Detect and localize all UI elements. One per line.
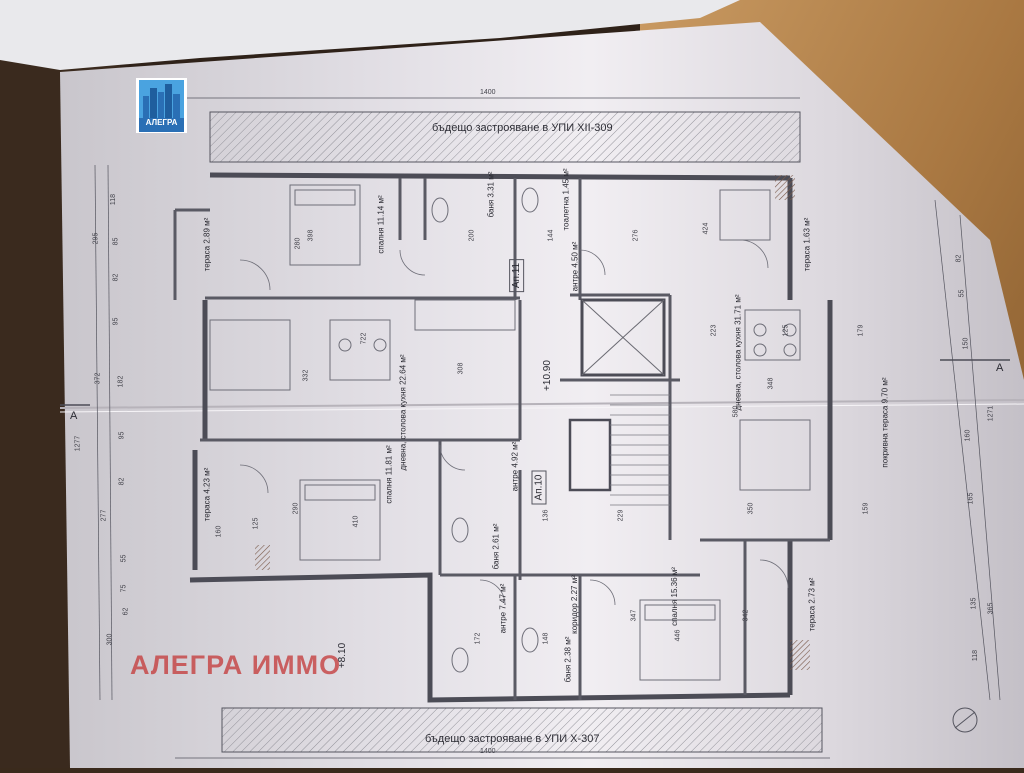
dim-interior: 348 [767, 377, 775, 390]
dim-right: 82 [955, 254, 963, 263]
dim-interior: 148 [542, 632, 550, 645]
dim-interior: 223 [710, 324, 718, 337]
dim-right: 135 [970, 597, 978, 610]
dim-right: 55 [958, 289, 966, 298]
dim-left: 95 [118, 431, 126, 440]
room-bedroom-mid: спалня 11.81 м² [384, 445, 394, 504]
dim-left: 62 [122, 607, 130, 616]
dim-left: 277 [100, 509, 108, 522]
dim-right: 365 [987, 602, 995, 615]
dim-left: 300 [106, 633, 114, 646]
dim-right: 160 [964, 429, 972, 442]
dim-right: 118 [972, 649, 980, 662]
dim-interior: 410 [352, 515, 360, 528]
dim-left: 118 [110, 193, 118, 206]
logo-graphic [136, 78, 187, 133]
room-corridor-bottom: коридор 2.27 м² [569, 575, 579, 634]
room-hall-top: антре 4.50 м² [570, 241, 580, 292]
room-terrace-top-right: тераса 1.63 м² [802, 217, 812, 272]
dim-interior: 276 [632, 229, 640, 242]
dim-right: 1271 [987, 405, 995, 422]
dim-interior: 332 [302, 369, 310, 382]
room-hall-bottom: антре 7.47 м² [498, 583, 508, 634]
room-hall-mid: антре 4.92 м² [510, 441, 520, 492]
dim-interior: 144 [547, 229, 555, 242]
dim-left: 182 [117, 375, 125, 388]
dim-interior: 136 [542, 509, 550, 522]
room-terrace-bottom-right: тераса 2.73 м² [807, 577, 817, 632]
dim-interior: 350 [747, 502, 755, 515]
section-marker-left: А [70, 410, 78, 422]
dim-right: 150 [962, 337, 970, 350]
dim-right: 165 [967, 492, 975, 505]
logo-text: АЛЕГРА [145, 118, 178, 127]
room-wc-top: тоалетна 1.45 м² [561, 168, 571, 231]
bottom-dimension: 1400 [480, 748, 496, 755]
dim-interior: 424 [702, 222, 710, 235]
section-marker-right: А [996, 362, 1004, 374]
dim-left: 372 [94, 372, 102, 385]
room-bath-top: баня 3.31 м² [486, 171, 496, 218]
dim-interior: 125 [252, 517, 260, 530]
dim-interior: 290 [292, 502, 300, 515]
dim-interior: 179 [857, 324, 865, 337]
dim-interior: 308 [457, 362, 465, 375]
room-living-right: дневна, столова кухня 31.71 м² [733, 294, 743, 411]
dim-interior: 722 [360, 332, 368, 345]
room-living-left: дневна, столова кухня 22.64 м² [398, 354, 408, 471]
top-note: бъдещо застрояване в УПИ XII-309 [432, 122, 613, 134]
dim-interior: 159 [862, 502, 870, 515]
dim-interior: 580 [732, 405, 740, 418]
dim-interior: 280 [294, 237, 302, 250]
dim-interior: 160 [215, 525, 223, 538]
room-bedroom-top: спалня 11.14 м² [376, 195, 386, 254]
dim-interior: 125 [782, 324, 790, 337]
dim-left: 55 [120, 554, 128, 563]
level-main: +10.90 [541, 360, 553, 391]
bottom-note: бъдещо застрояване в УПИ Х-307 [425, 733, 600, 745]
dim-interior: 200 [468, 229, 476, 242]
dim-interior: 172 [474, 632, 482, 645]
dim-interior: 347 [630, 609, 638, 622]
room-terrace-top-left: тераса 2.89 м² [202, 217, 212, 272]
dim-interior: 446 [674, 629, 682, 642]
dim-interior: 342 [742, 609, 750, 622]
room-wc-bottom: баня 2.38 м² [563, 636, 573, 683]
apartment-label-10: Ап.10 [531, 470, 547, 505]
dim-left: 82 [118, 477, 126, 486]
room-terrace-mid-left: тераса 4.23 м² [202, 467, 212, 522]
watermark: АЛЕГРА ИММО [130, 650, 342, 680]
apartment-label-11: Ап.11 [509, 258, 525, 293]
dim-left: 82 [112, 273, 120, 282]
dim-left: 295 [92, 232, 100, 245]
dim-interior: 229 [617, 509, 625, 522]
room-terrace-right-big: покривна тераса 9.70 м² [880, 377, 890, 468]
room-bath-mid: баня 2.61 м² [491, 523, 501, 570]
dim-left: 95 [112, 317, 120, 326]
dim-left: 75 [120, 584, 128, 593]
top-dimension: 1400 [480, 89, 496, 96]
room-bedroom-bottom: спалня 15.36 м² [669, 567, 679, 626]
dim-right: 1277 [74, 435, 82, 452]
dim-interior: 398 [307, 229, 315, 242]
dim-left: 85 [112, 237, 120, 246]
